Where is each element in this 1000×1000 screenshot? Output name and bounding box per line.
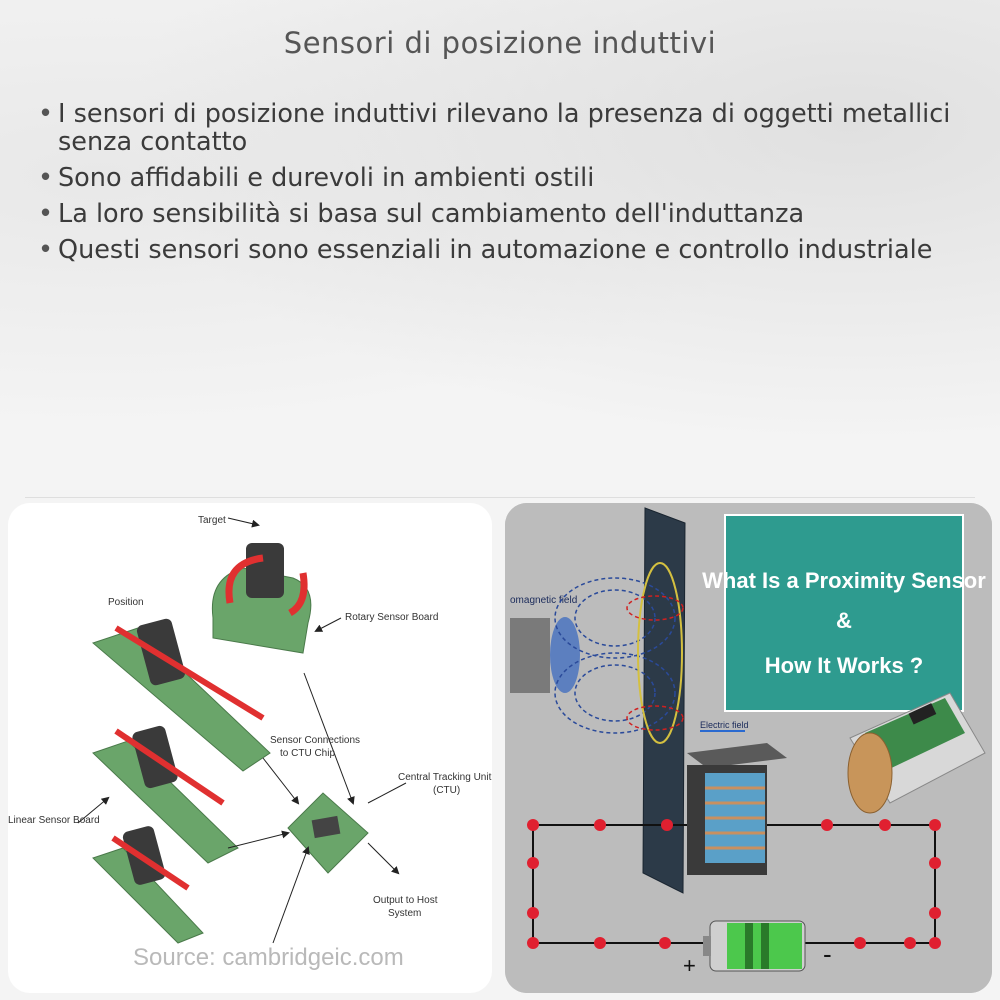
bullet-item: Sono affidabili e durevoli in ambienti o…: [38, 164, 978, 192]
position-arrow: [114, 728, 225, 806]
banner-line-2: &: [836, 608, 852, 633]
capacitor-plates: [705, 773, 765, 863]
connector-line: [272, 846, 310, 944]
proximity-sensor-illustration: omagnetic field What Is a Proximity Sens…: [505, 503, 992, 993]
eddy-current-loop: [637, 562, 683, 744]
label-ctu: (CTU): [433, 785, 460, 796]
rotary-arrow: [288, 572, 308, 617]
linear-sensor-board-middle: [92, 740, 239, 864]
source-caption: Source: cambridgeic.com: [133, 944, 404, 971]
label-output: System: [388, 908, 421, 919]
label-output: Output to Host: [373, 895, 438, 906]
connector-line: [303, 672, 355, 805]
battery: [703, 920, 806, 972]
label-sensor-connections: to CTU Chip: [280, 748, 335, 759]
target-pointer: [227, 517, 260, 528]
sensor-diagram: Target Position Rotary Sensor Board Sens…: [8, 515, 492, 971]
metal-plate: [642, 507, 686, 894]
position-arrow: [114, 625, 265, 721]
title-banner: [724, 514, 964, 712]
label-ctu: Central Tracking Unit Chip: [398, 772, 492, 783]
sensor-block: [136, 618, 186, 686]
ctu-chip: [311, 815, 341, 839]
label-target: Target: [198, 515, 226, 526]
banner-line-3: How It Works ?: [765, 653, 924, 678]
label-sensor-connections: Sensor Connections: [270, 735, 360, 746]
electric-field-label: Electric field: [700, 720, 749, 730]
position-arrow: [111, 835, 190, 891]
bullet-item: Questi sensori sono essenziali in automa…: [38, 236, 978, 264]
eddy-current-lines: [626, 595, 684, 731]
linear-sensor-board-bottom: [92, 847, 204, 944]
field-label: omagnetic field: [510, 595, 577, 606]
page-title: Sensori di posizione induttivi: [283, 26, 717, 60]
label-rotary-board: Rotary Sensor Board: [345, 612, 438, 623]
magnetic-field-lines: [554, 577, 676, 734]
output-line: [367, 842, 400, 875]
label-position: Position: [108, 597, 144, 608]
divider: [25, 497, 975, 498]
label-linear-board: Linear Sensor Board: [8, 815, 100, 826]
charge-dots: [527, 819, 941, 949]
connector-line: [227, 830, 290, 849]
bullet-item: La loro sensibilità si basa sul cambiame…: [38, 200, 978, 228]
sensor-face: [550, 617, 580, 693]
bullet-list: I sensori di posizione induttivi rilevan…: [38, 100, 978, 272]
sensor-body: [510, 618, 550, 693]
sensor-module-photo: [847, 692, 986, 814]
capacitor-top: [687, 743, 787, 768]
linear-pointer: [77, 796, 110, 824]
sensor-diagram-image: Target Position Rotary Sensor Board Sens…: [8, 503, 492, 993]
banner-line-1: What Is a Proximity Sensor: [702, 568, 986, 593]
target-block: [246, 543, 284, 598]
ctu-label-line: [367, 782, 407, 804]
battery-minus: -: [823, 939, 832, 969]
battery-plus: +: [683, 953, 696, 978]
connector-line: [262, 757, 300, 805]
rotary-arrow: [225, 554, 264, 604]
rotary-sensor-board: [211, 567, 312, 654]
proximity-sensor-image: omagnetic field What Is a Proximity Sens…: [505, 503, 992, 993]
rotary-pointer: [314, 617, 342, 632]
bullet-item: I sensori di posizione induttivi rilevan…: [38, 100, 978, 156]
